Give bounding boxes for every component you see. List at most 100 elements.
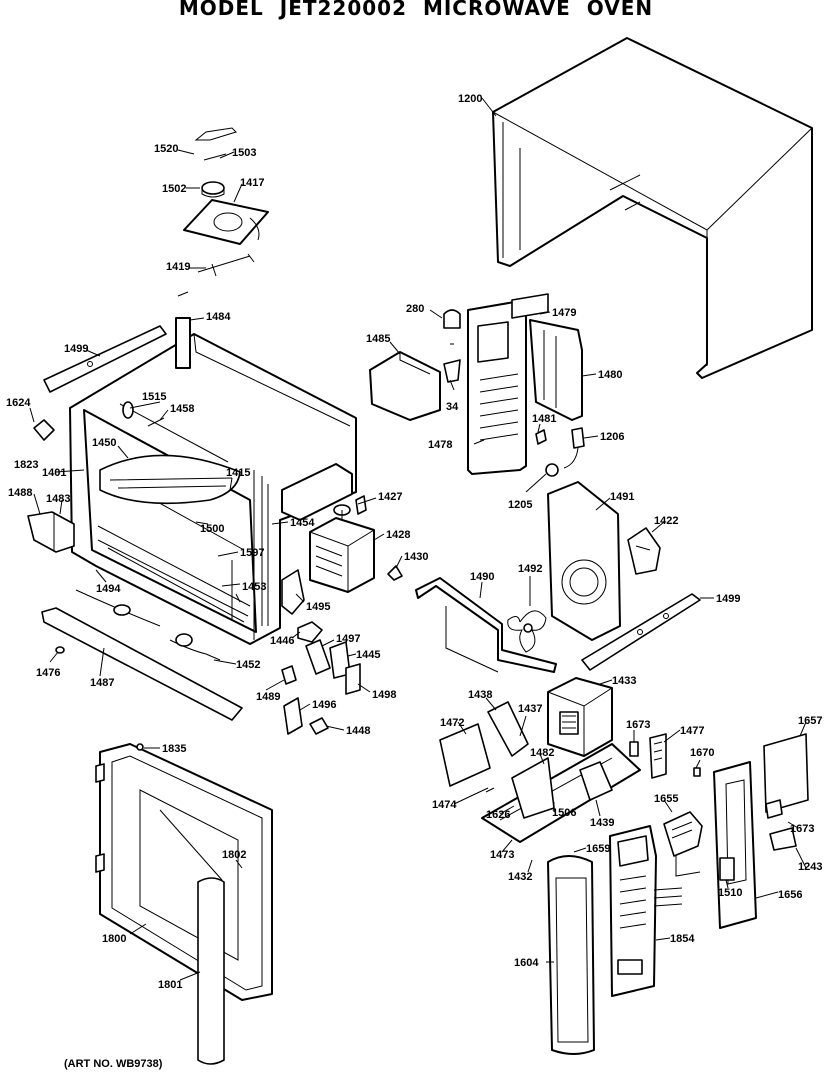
label-1655: 1655: [654, 793, 678, 805]
label-1478: 1478: [428, 439, 452, 451]
door-part: [95, 743, 273, 1065]
label-1800: 1800: [102, 933, 126, 945]
label-1419: 1419: [166, 261, 190, 273]
label-1502: 1502: [162, 183, 186, 195]
label-1496: 1496: [312, 699, 336, 711]
label-1422: 1422: [654, 515, 678, 527]
label-1480: 1480: [598, 369, 622, 381]
label-1835: 1835: [162, 743, 186, 755]
page-title: MODEL JET220002 MICROWAVE OVEN: [178, 0, 654, 20]
label-1487: 1487: [90, 677, 114, 689]
label-1446: 1446: [270, 635, 294, 647]
label-280: 280: [406, 303, 424, 315]
right-rail-part: [581, 593, 701, 671]
label-1626: 1626: [486, 809, 510, 821]
label-1490: 1490: [470, 571, 494, 583]
label-1673-top: 1673: [626, 719, 650, 731]
label-1205: 1205: [508, 499, 532, 511]
label-1472: 1472: [440, 717, 464, 729]
label-1500: 1500: [200, 523, 224, 535]
label-1427: 1427: [378, 491, 402, 503]
bottom-trim-parts: [41, 589, 243, 721]
control-frame-part: [443, 293, 585, 477]
label-1439: 1439: [590, 817, 614, 829]
control-board-part: [663, 761, 757, 929]
fan-shroud-part: [369, 351, 441, 421]
control-component-parts: [629, 733, 809, 851]
label-1454: 1454: [290, 517, 315, 529]
label-1624: 1624: [6, 397, 31, 409]
label-1473: 1473: [490, 849, 514, 861]
oven-cavity-part: [69, 317, 357, 645]
label-1415: 1415: [226, 467, 250, 479]
label-1659: 1659: [586, 843, 610, 855]
label-1401: 1401: [42, 467, 66, 479]
label-1520: 1520: [154, 143, 178, 155]
label-1499-right: 1499: [716, 593, 740, 605]
label-1604: 1604: [514, 957, 539, 969]
label-1437: 1437: [518, 703, 542, 715]
left-bracket-parts: [27, 325, 167, 553]
label-1200: 1200: [458, 93, 482, 105]
base-bracket-part: [415, 577, 557, 673]
label-1458: 1458: [170, 403, 194, 415]
label-1801: 1801: [158, 979, 182, 991]
label-1506: 1506: [552, 807, 576, 819]
label-1670: 1670: [690, 747, 714, 759]
label-1491: 1491: [610, 491, 634, 503]
label-1453: 1453: [242, 581, 266, 593]
label-1489: 1489: [256, 691, 280, 703]
door-trim-part: [547, 855, 595, 1055]
base-plate-part: [439, 701, 641, 843]
label-1483: 1483: [46, 493, 70, 505]
label-1433: 1433: [612, 675, 636, 687]
label-1503: 1503: [232, 147, 256, 159]
label-34: 34: [446, 401, 459, 413]
label-1477: 1477: [680, 725, 704, 737]
label-1445: 1445: [356, 649, 380, 661]
transformer-part: [547, 677, 613, 757]
label-1450: 1450: [92, 437, 116, 449]
interlock-switch-parts: [281, 565, 403, 735]
label-1515: 1515: [142, 391, 166, 403]
art-number: (ART NO. WB9738): [64, 1058, 163, 1070]
label-1430: 1430: [404, 551, 428, 563]
label-1823: 1823: [14, 459, 38, 471]
label-1492: 1492: [518, 563, 542, 575]
label-1438: 1438: [468, 689, 492, 701]
label-1417: 1417: [240, 177, 264, 189]
magnetron-part: [309, 495, 375, 593]
outer-cabinet-part: [492, 37, 813, 379]
label-1597: 1597: [240, 547, 264, 559]
label-1802: 1802: [222, 849, 246, 861]
label-1499-left: 1499: [64, 343, 88, 355]
label-1656: 1656: [778, 889, 802, 901]
label-1854: 1854: [670, 933, 695, 945]
label-1432: 1432: [508, 871, 532, 883]
label-1243: 1243: [798, 861, 822, 873]
label-1488: 1488: [8, 487, 32, 499]
top-mode-stirrer-parts: [177, 127, 269, 297]
label-1484: 1484: [206, 311, 231, 323]
label-1485: 1485: [366, 333, 390, 345]
label-1206: 1206: [600, 431, 624, 443]
label-1498: 1498: [372, 689, 396, 701]
label-1657: 1657: [798, 715, 822, 727]
label-1479: 1479: [552, 307, 576, 319]
label-1481: 1481: [532, 413, 556, 425]
label-1482: 1482: [530, 747, 554, 759]
label-1474: 1474: [432, 799, 457, 811]
label-1452: 1452: [236, 659, 260, 671]
label-1448: 1448: [346, 725, 370, 737]
leader-lines: [29, 97, 807, 981]
label-1476: 1476: [36, 667, 60, 679]
part-labels: 1200 1520 1503 1502 1417 1419 1484 1499 …: [6, 93, 822, 991]
label-1497: 1497: [336, 633, 360, 645]
keypad-part: [609, 825, 683, 997]
label-1510: 1510: [718, 887, 742, 899]
label-1428: 1428: [386, 529, 410, 541]
label-1494: 1494: [96, 583, 121, 595]
fan-bracket-part: [547, 481, 661, 641]
label-1673-bottom: 1673: [790, 823, 814, 835]
